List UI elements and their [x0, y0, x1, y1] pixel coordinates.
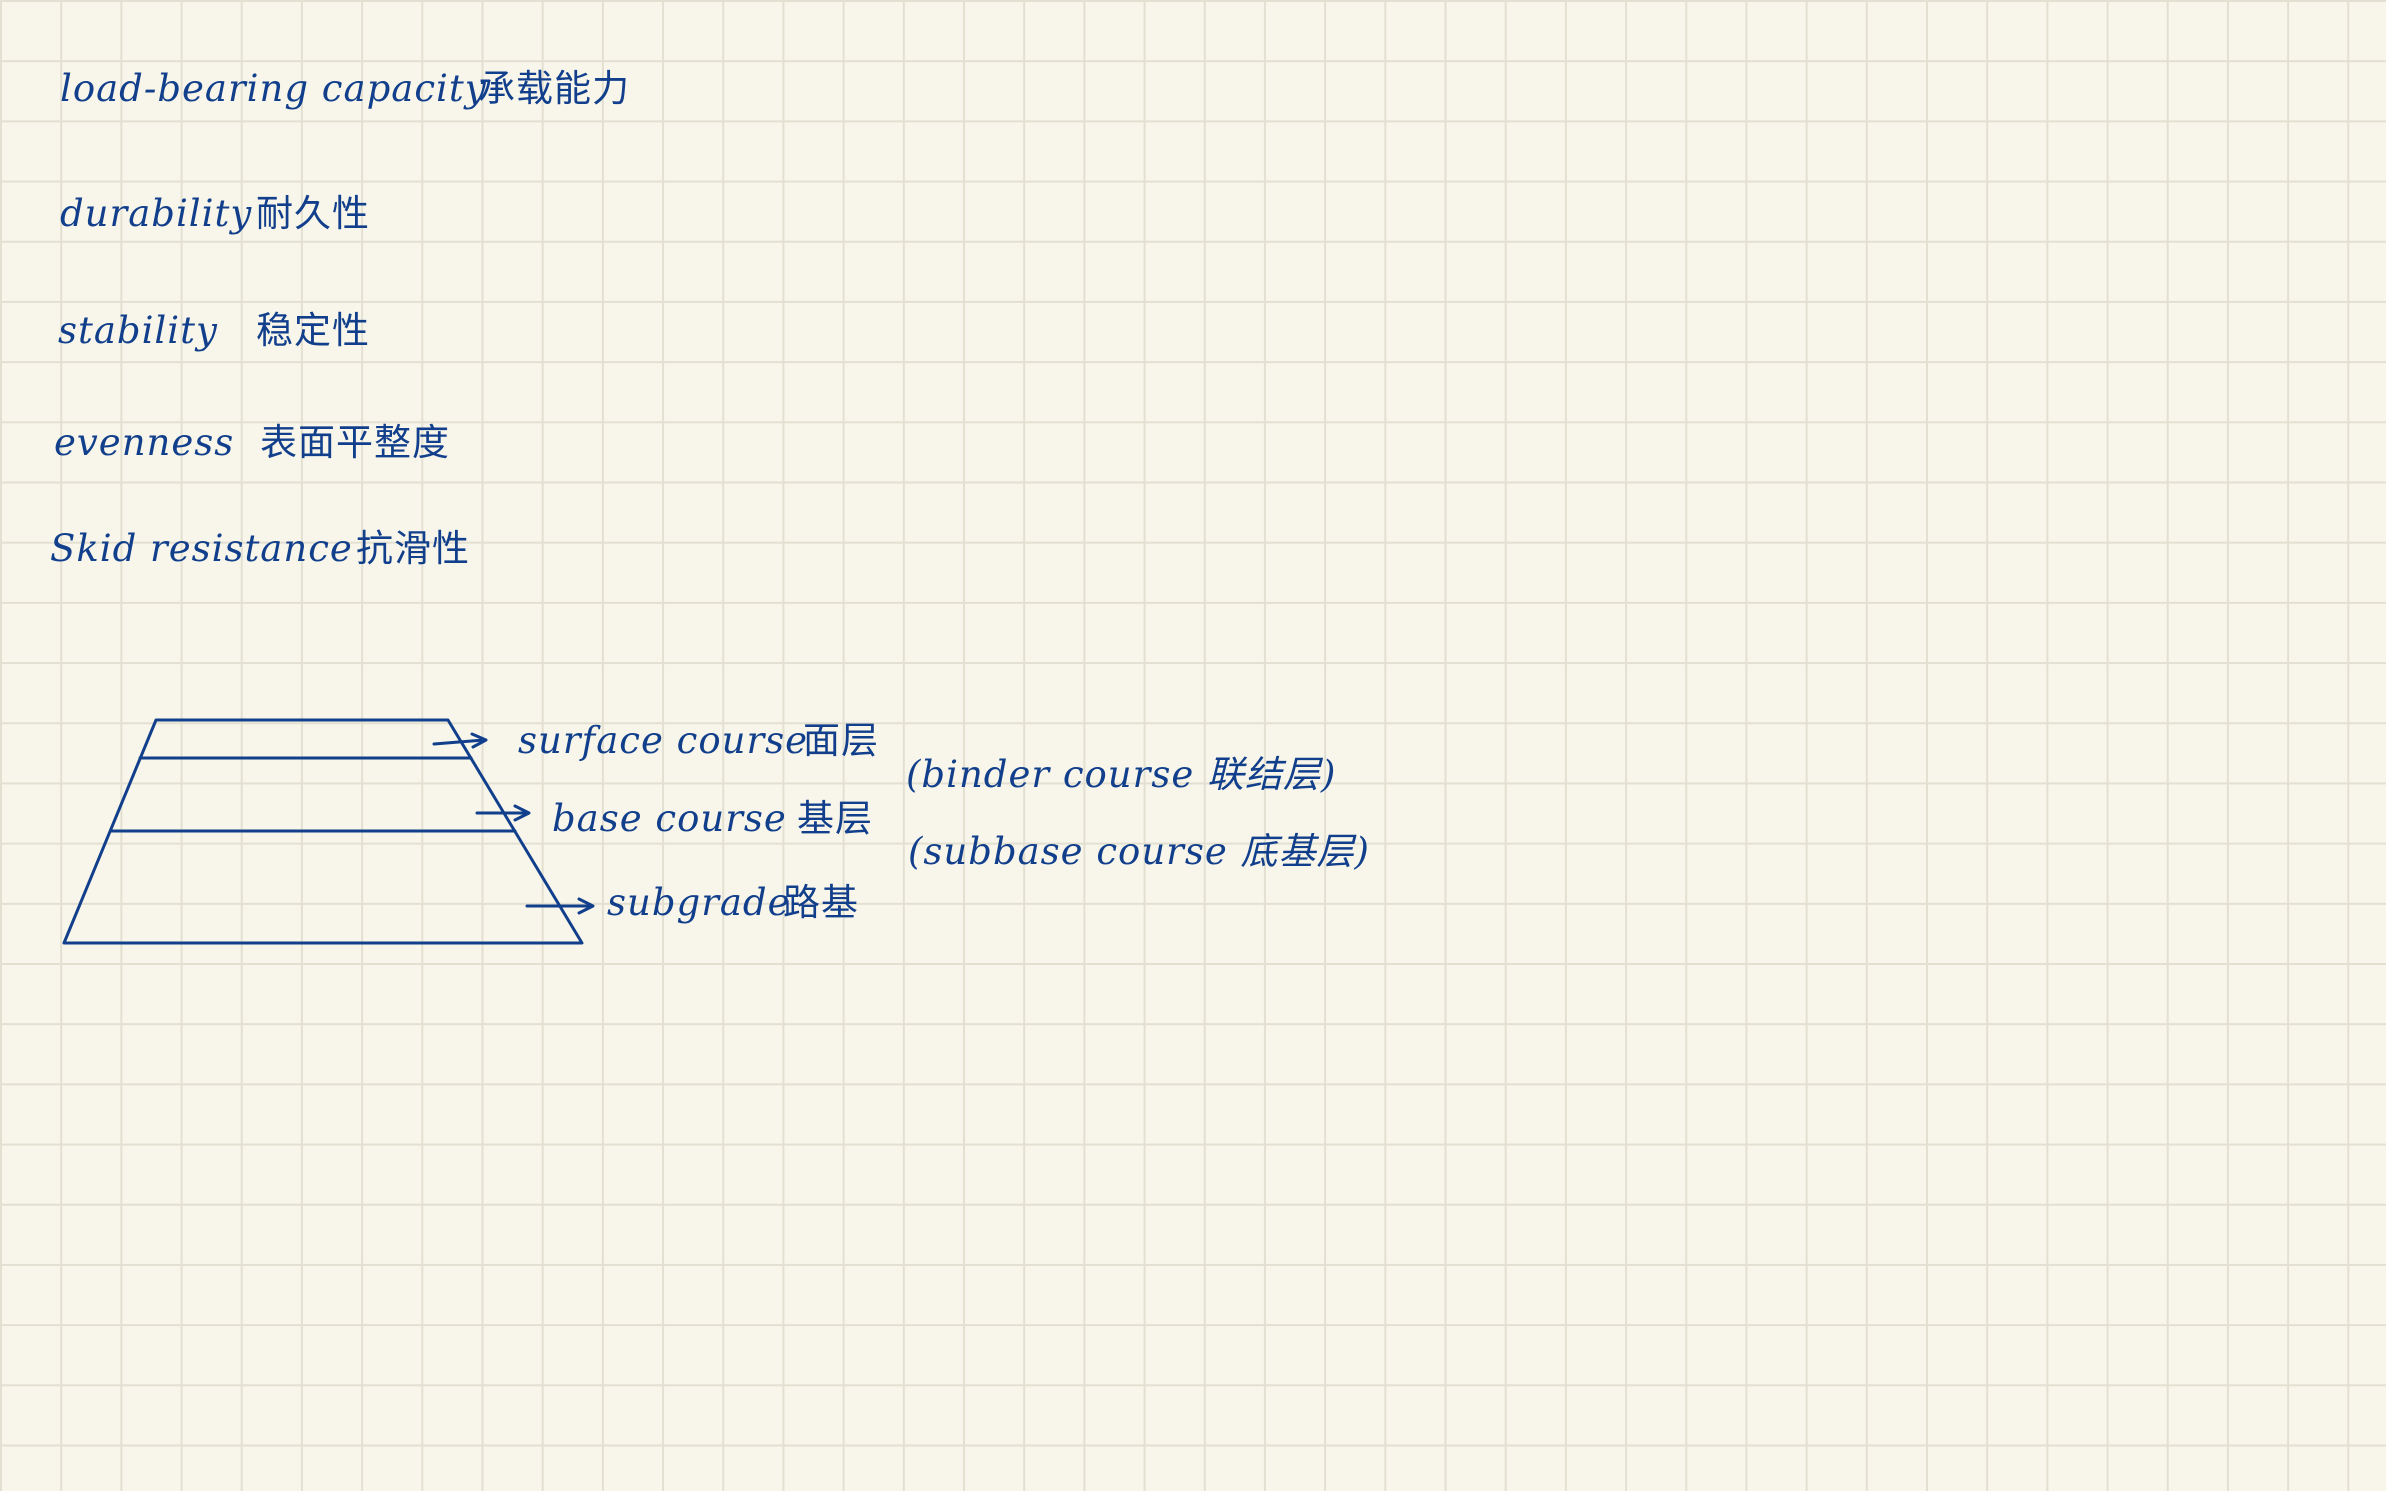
- note-translation: 稳定性: [256, 309, 370, 352]
- layer-note: (binder course 联结层): [906, 753, 1337, 796]
- layer-term: subgrade: [607, 881, 791, 924]
- layer-term: base course: [552, 797, 787, 840]
- note-translation: 表面平整度: [260, 421, 450, 464]
- arrow-icon: [432, 732, 488, 749]
- note-term: Skid resistance: [50, 527, 353, 570]
- note-translation: 承载能力: [478, 67, 630, 110]
- layer-translation: 基层: [797, 797, 873, 840]
- note-term: evenness: [54, 421, 235, 464]
- arrow-icon: [475, 804, 531, 822]
- note-term: load-bearing capacity: [60, 67, 487, 110]
- note-translation: 抗滑性: [356, 527, 470, 570]
- note-term: durability: [60, 192, 253, 235]
- note-term: stability: [58, 309, 218, 352]
- trapezoid-outline: [62, 718, 584, 945]
- layer-translation: 路基: [783, 881, 859, 924]
- layer-translation: 面层: [803, 719, 879, 762]
- layer-term: surface course: [518, 719, 809, 762]
- arrow-icon: [525, 897, 595, 915]
- layer-note: (subbase course 底基层): [908, 830, 1370, 873]
- note-translation: 耐久性: [256, 192, 370, 235]
